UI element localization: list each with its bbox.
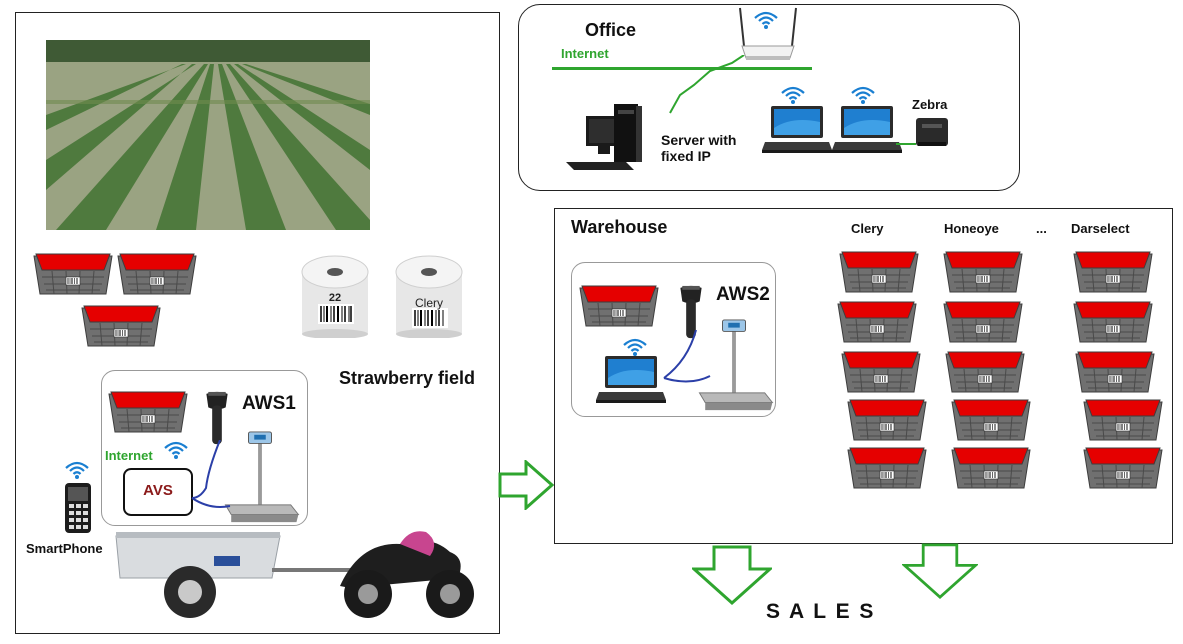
internet-wifi-icon	[163, 440, 189, 465]
office-panel	[518, 4, 1020, 191]
server-label-line2: fixed IP	[661, 148, 711, 164]
printer-cable	[896, 143, 916, 145]
sales-label: S A L E S	[766, 600, 876, 623]
aws2-crate	[578, 282, 660, 328]
arrow-to-warehouse-icon	[498, 460, 554, 515]
warehouse-crate-darselect-5	[1082, 444, 1164, 490]
warehouse-title: Warehouse	[571, 217, 668, 237]
avs-label: AVS	[143, 482, 173, 499]
field-crate-2	[116, 250, 198, 296]
aws1-cables	[191, 440, 231, 508]
trailer-atv-image	[110, 522, 480, 633]
arrow-to-sales-right-icon	[902, 543, 978, 604]
column-label-ellipsis: ...	[1036, 221, 1047, 236]
zebra-label: Zebra	[912, 97, 948, 112]
avs-box	[123, 468, 193, 516]
arrow-to-sales-left-icon	[692, 545, 772, 610]
warehouse-crate-honeoye-5	[950, 444, 1032, 490]
aws2-cables	[663, 330, 711, 383]
roll-1-label: 22	[328, 292, 342, 304]
warehouse-crate-darselect-3	[1074, 348, 1156, 394]
column-label-clery: Clery	[851, 221, 884, 236]
aws1-station	[101, 370, 308, 526]
office-title: Office	[585, 20, 637, 40]
warehouse-crate-darselect-4	[1082, 396, 1164, 442]
warehouse-crate-clery-1	[838, 248, 920, 294]
column-label-darselect: Darselect	[1071, 221, 1130, 236]
aws2-laptop-icon	[596, 354, 666, 409]
label-roll-clery	[394, 252, 464, 339]
aws1-label: AWS1	[242, 393, 296, 414]
warehouse-crate-honeoye-2	[942, 298, 1024, 344]
server-link	[669, 55, 745, 114]
warehouse-crate-honeoye-3	[944, 348, 1026, 394]
label-roll-22	[300, 252, 370, 339]
smartphone-icon	[64, 482, 92, 539]
warehouse-crate-darselect-1	[1072, 248, 1154, 294]
roll-2-label: Clery	[414, 296, 443, 310]
aws2-station	[571, 262, 776, 417]
column-label-honeoye: Honeoye	[944, 221, 999, 236]
strawberry-field-title: Strawberry field	[339, 368, 476, 388]
laptop-2-icon	[832, 104, 902, 159]
server-icon	[566, 100, 662, 177]
office-internet-label: Internet	[561, 46, 609, 61]
smartphone-label: SmartPhone	[26, 541, 103, 556]
laptop-1-icon	[762, 104, 832, 159]
field-crate-3	[80, 302, 162, 348]
field-photo	[46, 40, 370, 230]
field-internet-label: Internet	[105, 448, 153, 463]
zebra-printer-icon	[912, 114, 952, 155]
router-icon	[738, 6, 798, 67]
field-crate-1	[32, 250, 114, 296]
aws1-crate	[107, 388, 189, 434]
internet-line	[552, 67, 812, 70]
warehouse-crate-clery-5	[846, 444, 928, 490]
server-label-line1: Server with	[661, 132, 737, 148]
warehouse-crate-honeoye-4	[950, 396, 1032, 442]
warehouse-crate-clery-2	[836, 298, 918, 344]
warehouse-crate-honeoye-1	[942, 248, 1024, 294]
aws2-label: AWS2	[716, 284, 770, 305]
warehouse-crate-darselect-2	[1072, 298, 1154, 344]
warehouse-crate-clery-4	[846, 396, 928, 442]
warehouse-crate-clery-3	[840, 348, 922, 394]
